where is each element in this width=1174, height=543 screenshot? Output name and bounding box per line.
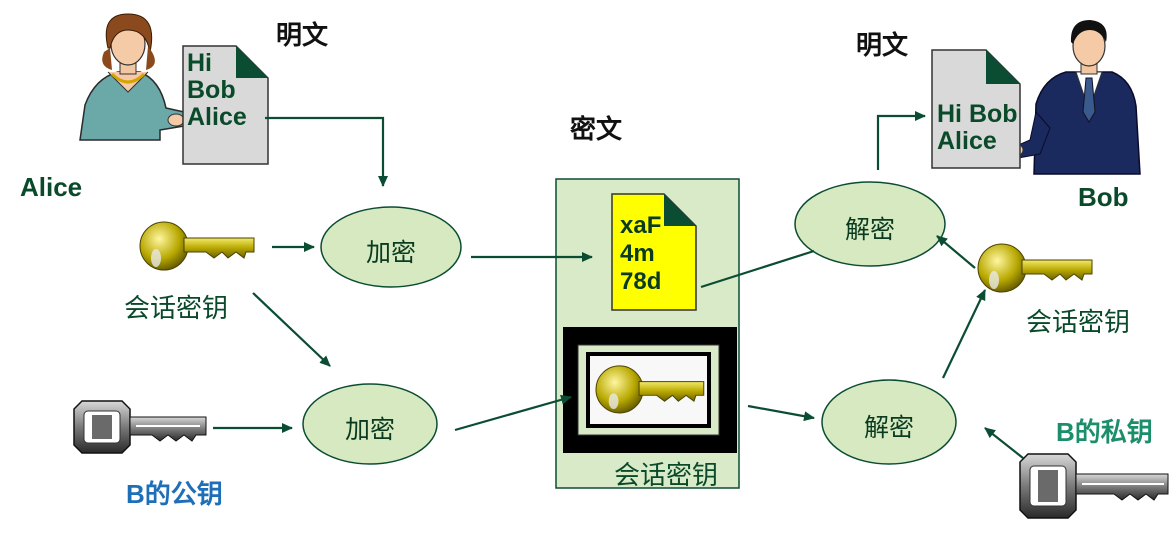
bob-plaintext-document: [931, 49, 1021, 169]
encrypt-label-2: 加密: [344, 416, 395, 444]
arrow-plaintext-to-encrypt: [265, 116, 388, 187]
b-public-key-icon: [73, 400, 207, 454]
bob-person-icon: [1008, 20, 1141, 175]
ciphertext-document: [611, 193, 697, 311]
encrypt-ellipse-2: [302, 383, 438, 465]
session-key-right-icon: [977, 243, 1093, 293]
decrypt-label-1: 解密: [844, 216, 895, 244]
arrow-decrypt-to-bob-plaintext: [876, 111, 926, 170]
b-public-key-suffix: 的公钥: [144, 479, 223, 509]
arrow-encrypt-2-to-keyframe: [454, 394, 572, 432]
decrypt-ellipse-2: [821, 379, 957, 465]
bob-message-text: Hi Bob Alice: [937, 100, 1018, 155]
plaintext-label-right: 明文: [856, 30, 909, 60]
arrow-keyframe-to-decrypt-2: [747, 404, 815, 422]
encrypted-session-key-icon: [595, 365, 705, 414]
arrow-sessionkey-to-decrypt: [936, 235, 976, 269]
alice-name: Alice: [20, 172, 83, 202]
alice-message-text: Hi Bob Alice: [187, 49, 247, 131]
alice-person-icon: [79, 13, 185, 141]
bob-name: Bob: [1078, 182, 1129, 212]
b-public-key-label: B的公钥: [126, 474, 223, 511]
b-private-key-prefix: B: [1056, 417, 1075, 447]
decrypt-ellipse-1: [794, 181, 946, 267]
arrow-sessionkey-to-encrypt-2: [252, 292, 331, 367]
arrow-decrypt-2-to-sessionkey: [942, 289, 986, 379]
line-cipher-to-decrypt: [700, 249, 815, 289]
flow-arrows: [213, 111, 1024, 459]
session-key-box-label: 会话密钥: [614, 460, 719, 490]
alice-plaintext-document: [182, 45, 269, 165]
plaintext-label-left: 明文: [276, 20, 329, 50]
encrypt-label-1: 加密: [365, 239, 416, 267]
decrypt-label-2: 解密: [863, 414, 914, 442]
b-private-key-icon: [1019, 453, 1169, 519]
arrow-privatekey-to-decrypt-2: [984, 427, 1024, 459]
session-key-label-right: 会话密钥: [1026, 307, 1131, 337]
b-private-key-label: B的私钥: [1056, 412, 1153, 449]
ciphertext-label: 密文: [570, 114, 623, 144]
cipher-text: xaF 4m 78d: [620, 212, 662, 295]
session-key-left-icon: [139, 221, 255, 271]
encrypt-ellipse-1: [320, 206, 462, 288]
b-public-key-prefix: B: [126, 479, 145, 509]
session-key-label-left: 会话密钥: [124, 293, 229, 323]
b-private-key-suffix: 的私钥: [1074, 417, 1153, 447]
